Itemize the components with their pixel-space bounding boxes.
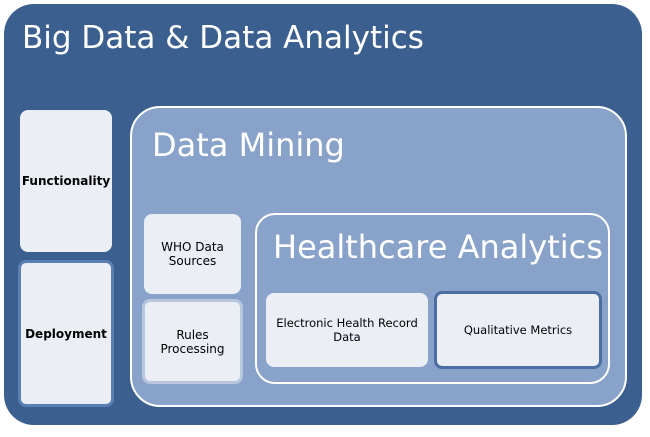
functionality-label: Functionality bbox=[21, 174, 111, 188]
deployment-box: Deployment bbox=[18, 260, 114, 407]
functionality-box: Functionality bbox=[20, 110, 112, 252]
ehr-label: Electronic Health Record Data bbox=[276, 316, 418, 344]
healthcare-analytics-title: Healthcare Analytics bbox=[273, 228, 603, 266]
healthcare-analytics-container bbox=[255, 213, 610, 384]
rules-processing-box: Rules Processing bbox=[142, 299, 243, 384]
rules-label: Rules Processing bbox=[160, 327, 225, 356]
who-label: WHO Data Sources bbox=[161, 240, 224, 268]
who-data-sources-box: WHO Data Sources bbox=[144, 214, 241, 294]
ehr-data-box: Electronic Health Record Data bbox=[266, 293, 428, 367]
qualitative-metrics-box: Qualitative Metrics bbox=[434, 291, 602, 369]
deployment-label: Deployment bbox=[25, 326, 107, 341]
diagram-title: Big Data & Data Analytics bbox=[22, 20, 424, 56]
qualitative-label: Qualitative Metrics bbox=[463, 323, 573, 337]
data-mining-title: Data Mining bbox=[152, 126, 345, 164]
